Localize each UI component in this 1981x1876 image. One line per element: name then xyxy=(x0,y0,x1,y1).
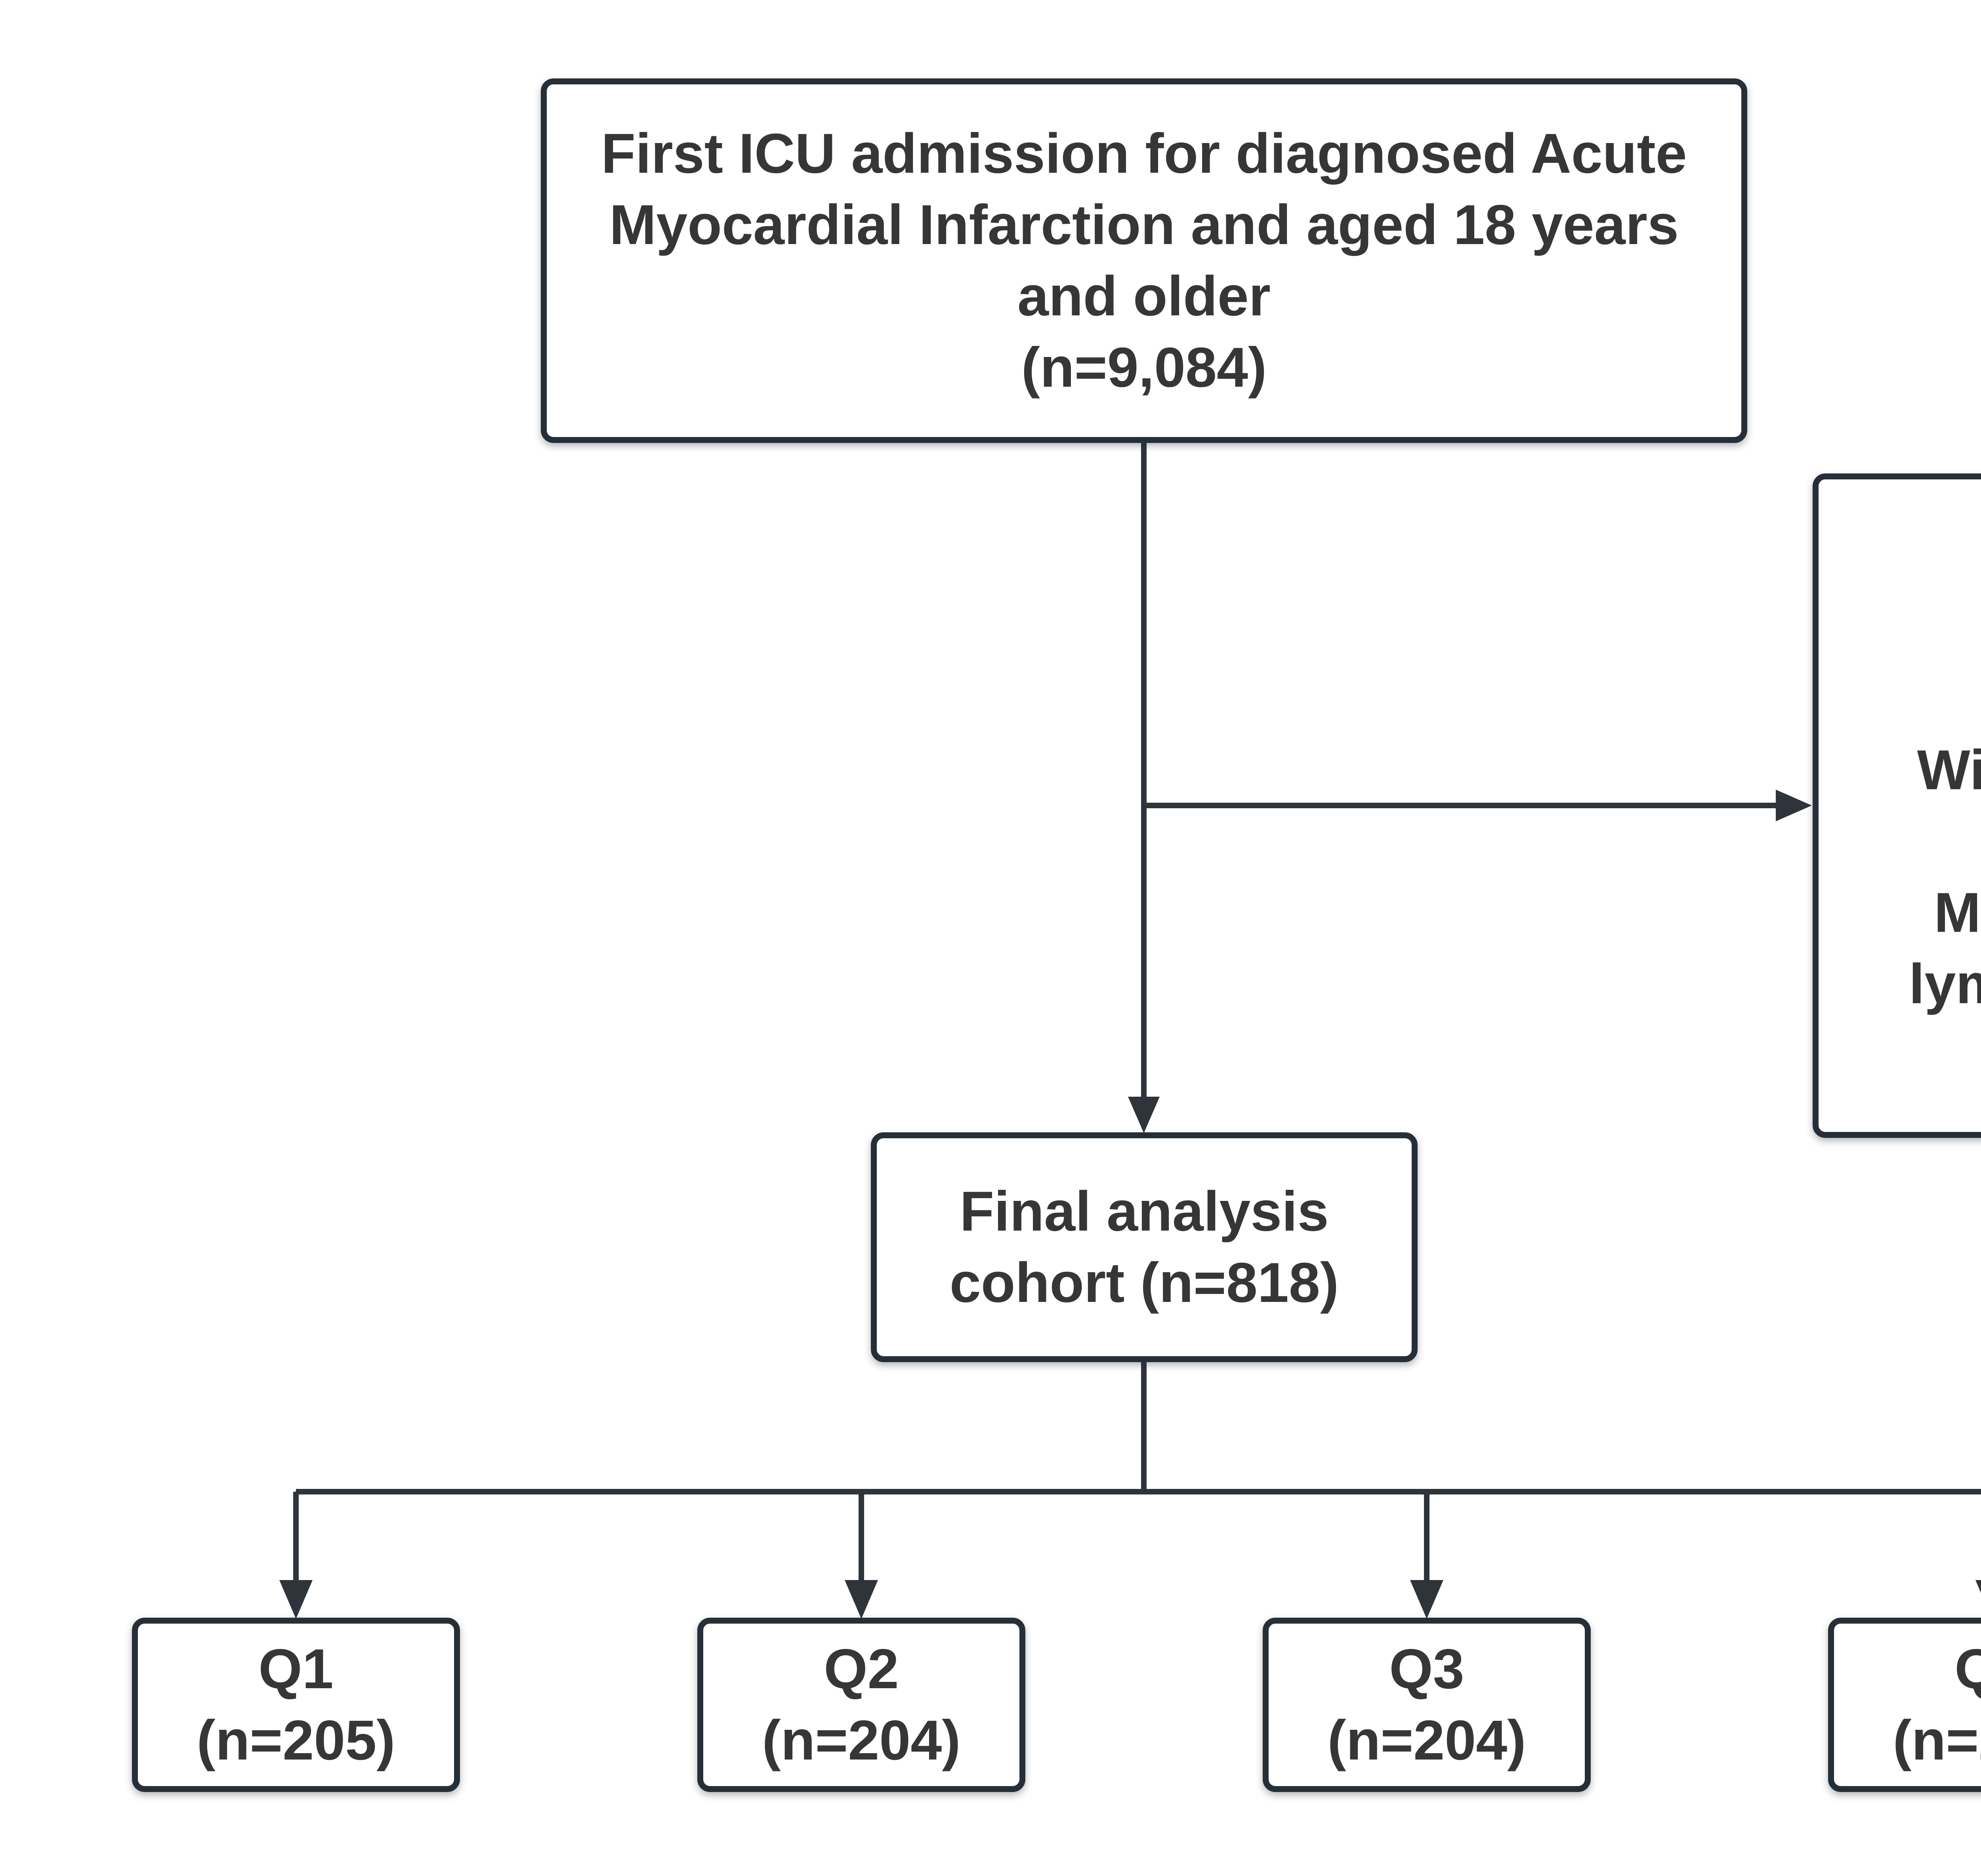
q1-label: Q1 xyxy=(258,1637,334,1700)
q3-count: (n=204) xyxy=(1327,1709,1526,1772)
excluded-line-7: lymphocyte, and platelet counts xyxy=(1909,952,1981,1015)
source-line-3: and older xyxy=(1017,265,1271,328)
q1-count: (n=205) xyxy=(197,1709,395,1772)
excluded-line-4: Without prognostic information xyxy=(1917,738,1981,802)
arrowhead-into-q2-icon xyxy=(845,1580,878,1619)
arrowhead-into-q4-icon xyxy=(1975,1580,1981,1593)
q3-label: Q3 xyxy=(1389,1637,1464,1700)
q4-label: Q4 xyxy=(1954,1637,1981,1700)
source-line-1: First ICU admission for diagnosed Acute xyxy=(601,122,1687,185)
arrowhead-into-final-icon xyxy=(1128,1097,1160,1133)
node-quartile-q2: Q2 (n=204) xyxy=(697,1618,1025,1792)
node-quartile-q4: Q4 (n=205) xyxy=(1828,1618,1981,1792)
node-final-analysis-cohort: Final analysis cohort (n=818) xyxy=(871,1132,1418,1362)
node-quartile-q1: Q1 (n=205) xyxy=(132,1618,460,1792)
node-quartile-q3: Q3 (n=204) xyxy=(1263,1618,1591,1792)
arrowhead-into-q3-icon xyxy=(1410,1580,1443,1619)
q4-count: (n=205) xyxy=(1893,1709,1981,1772)
node-source-population: First ICU admission for diagnosed Acute … xyxy=(541,78,1747,443)
final-line-1: Final analysis xyxy=(960,1180,1329,1243)
source-line-2: Myocardial Infarction and aged 18 years xyxy=(609,193,1679,256)
q2-count: (n=204) xyxy=(762,1709,961,1772)
arrowhead-into-excluded-icon xyxy=(1776,790,1812,821)
arrowhead-into-q1-icon xyxy=(279,1580,313,1619)
excluded-line-6: Missing hemoglobin, albumin, xyxy=(1934,881,1981,944)
source-count: (n=9,084) xyxy=(1021,336,1267,399)
final-line-2: cohort (n=818) xyxy=(949,1251,1339,1314)
q2-label: Q2 xyxy=(824,1637,899,1700)
node-excluded-patients: Exclued total (n=8,266) ICU stay less th… xyxy=(1813,473,1981,1138)
